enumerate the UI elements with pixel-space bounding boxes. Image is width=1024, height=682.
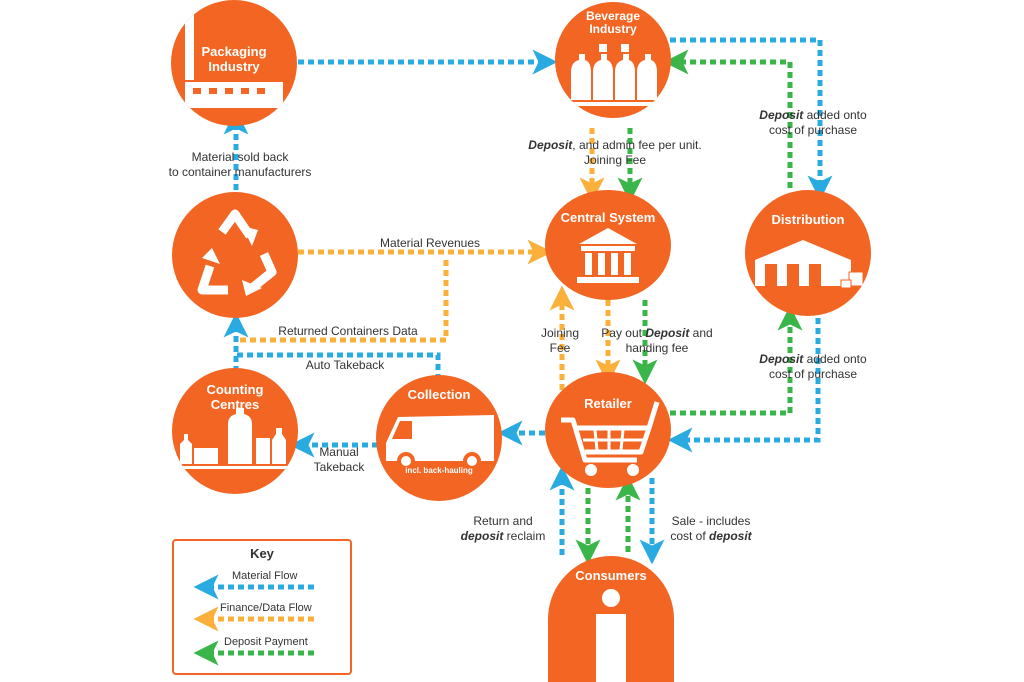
label-line: Pay out [601,326,646,340]
node-title: Counting Centres [206,382,264,412]
label-bold: deposit [460,529,504,543]
bank-icon [577,228,639,283]
flow-retailer-to-distribution [670,305,803,416]
node-title: Retailer [584,396,632,411]
legend-swatches [193,574,314,666]
label-line: and [689,326,713,340]
person-icon [596,589,626,682]
label-line: Joining [540,326,580,340]
flow-distribution-to-retailer [667,318,821,453]
node-packaging-industry: Packaging Industry [171,0,297,126]
label-bold: Deposit [528,138,573,152]
legend-material-flow: Material Flow [232,570,298,582]
warehouse-icon [755,240,864,289]
label-return-deposit-reclaim: Return and deposit reclaim [448,514,558,544]
label-joining-fee: Joining Fee [528,326,592,356]
legend-box: Key Material Flow Finance/Data Flow [172,539,352,675]
flow-beverage-to-distribution [670,37,833,201]
label-line: reclaim [503,529,546,543]
label-deposit-added-top: Deposit added onto cost of purchase [738,108,888,138]
legend-deposit-payment: Deposit Payment [224,636,308,648]
label-line: cost of [670,529,709,543]
label-line: Material sold back [191,150,289,164]
node-title: Central System [560,210,656,225]
label-bold: Deposit [645,326,690,340]
flow-returned-containers-data [240,258,449,343]
label-line: cost of purchase [768,367,858,381]
node-title: Collection [407,387,471,402]
node-subtitle: incl. back-hauling [405,466,473,475]
label-sale-includes-deposit: Sale - includes cost of deposit [656,514,766,544]
label-line: Takeback [313,460,365,474]
label-pay-out-deposit: Pay out Deposit and handing fee [592,326,722,356]
label-bold: deposit [709,529,752,543]
label-material-revenues: Material Revenues [379,236,481,250]
node-central-system: Central System [545,190,671,300]
label-line: to container manufacturers [168,165,312,179]
flow-distribution-to-beverage [663,49,793,188]
node-recycling [172,192,298,318]
node-consumers: Consumers [548,556,674,682]
node-beverage-industry: Beverage Industry [555,2,671,118]
label-line: Manual [319,445,359,459]
node-title: Beverage Industry [585,9,641,36]
label-line: Fee [549,341,571,355]
bottles-icon [565,44,661,106]
label-auto-takeback: Auto Takeback [305,358,385,372]
node-retailer: Retailer [545,372,671,488]
node-title: Consumers [575,568,647,583]
node-distribution: Distribution [745,190,871,316]
node-title: Distribution [771,212,845,227]
label-line: added onto [803,108,867,122]
label-line: added onto [803,352,867,366]
label-line: , and admin fee per unit. [572,138,702,152]
node-collection: Collection incl. back-hauling [376,375,502,501]
node-title: Packaging Industry [201,44,267,74]
label-deposit-added-bottom: Deposit added onto cost of purchase [738,352,888,382]
recycle-icon [197,209,277,296]
label-material-sold-back: Material sold back to container manufact… [150,150,330,180]
legend-title: Key [250,546,274,561]
node-counting-centres: Counting Centres [172,368,298,494]
factory-icon [185,10,283,108]
label-bold: Deposit [759,352,804,366]
counting-bottles-icon [178,408,290,469]
shopping-cart-icon [561,401,660,476]
label-manual-takeback: Manual Takeback [304,445,374,475]
label-deposit-admin-fee: Deposit, and admin fee per unit. Joining… [505,138,725,168]
van-icon [386,415,494,470]
label-line: Return and [473,514,533,528]
label-bold: Deposit [759,108,804,122]
label-line: Joining Fee [583,153,647,167]
label-line: cost of purchase [768,123,858,137]
label-line: handing fee [625,341,689,355]
legend-finance-flow: Finance/Data Flow [220,602,312,614]
label-line: Sale - includes [671,514,751,528]
label-returned-containers-data: Returned Containers Data [278,324,418,338]
